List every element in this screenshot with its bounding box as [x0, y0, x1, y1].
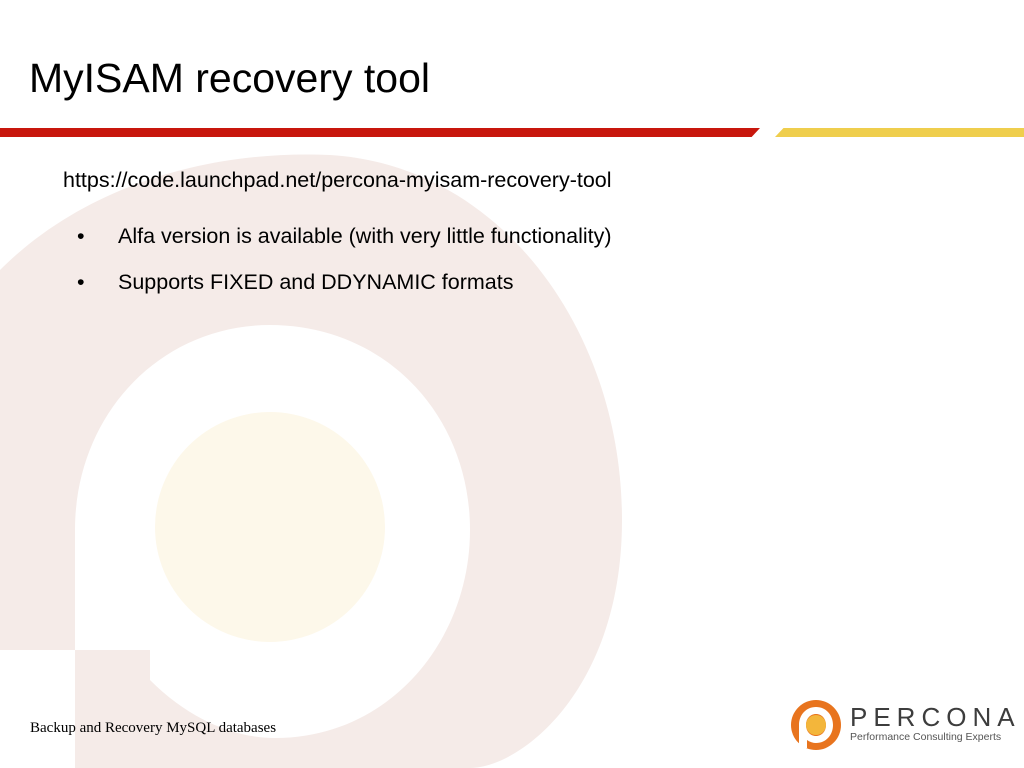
bullet-text: Alfa version is available (with very lit… [118, 224, 612, 248]
bullet-icon: • [77, 224, 85, 248]
bullet-list: • Alfa version is available (with very li… [77, 224, 612, 316]
bullet-text: Supports FIXED and DDYNAMIC formats [118, 270, 514, 294]
slide-title: MyISAM recovery tool [29, 55, 430, 101]
title-divider-yellow [775, 128, 1024, 137]
percona-logo: PERCONA Performance Consulting Experts [790, 698, 1015, 754]
bullet-item: • Alfa version is available (with very li… [77, 224, 612, 270]
footer-text: Backup and Recovery MySQL databases [30, 720, 277, 736]
logo-tagline: Performance Consulting Experts [850, 731, 1002, 743]
repository-link[interactable]: https://code.launchpad.net/percona-myisa… [63, 168, 612, 192]
bullet-item: • Supports FIXED and DDYNAMIC formats [77, 270, 612, 316]
bullet-icon: • [77, 270, 85, 294]
percona-p-icon [791, 700, 841, 750]
title-divider-red [0, 128, 760, 137]
logo-wordmark: PERCONA [850, 702, 1021, 732]
